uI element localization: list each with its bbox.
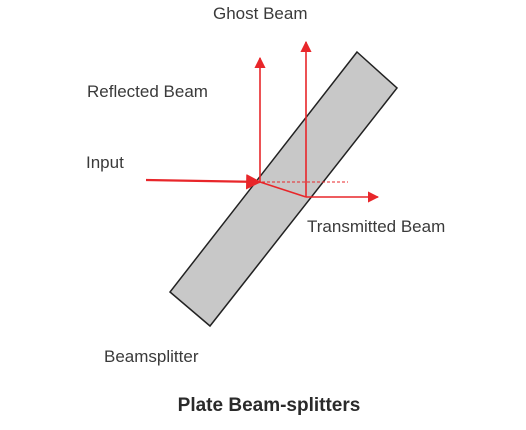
transmitted-beam-label: Transmitted Beam — [307, 217, 445, 236]
figure-caption: Plate Beam-splitters — [178, 395, 361, 416]
input-beam — [145, 174, 262, 190]
input-label: Input — [86, 153, 124, 172]
reflected-beam-label: Reflected Beam — [87, 82, 208, 101]
internal-beam — [259, 181, 307, 198]
beamsplitter-label: Beamsplitter — [104, 347, 199, 366]
ghost-beam-label: Ghost Beam — [213, 4, 308, 23]
